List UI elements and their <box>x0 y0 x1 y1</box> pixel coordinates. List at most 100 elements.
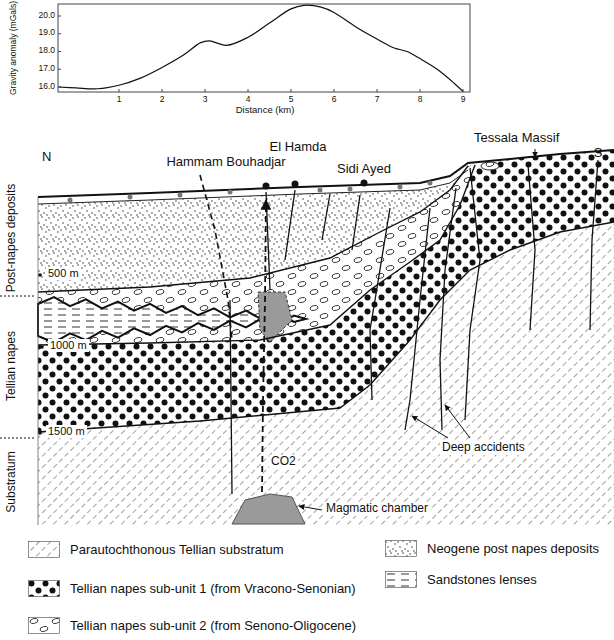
legend-swatch <box>28 617 60 634</box>
legend-item: Tellian napes sub-unit 2 (from Senono-Ol… <box>28 617 356 634</box>
legend-text: Tellian napes sub-unit 1 (from Vracono-S… <box>70 581 356 596</box>
swatch-fill <box>29 618 60 634</box>
surface-dot <box>318 188 323 193</box>
napes-subunit1-layer <box>38 150 614 432</box>
compass-label: S <box>594 146 603 161</box>
legend-item: Neogene post napes deposits <box>385 540 599 557</box>
legend-text: Tellian napes sub-unit 2 (from Senono-Ol… <box>70 618 356 633</box>
unit-label: Substratum <box>5 451 19 512</box>
layer-boundary <box>38 165 475 345</box>
x-tick <box>420 89 421 92</box>
fault-line <box>465 168 480 420</box>
depth-dot <box>40 345 44 349</box>
chart-frame <box>58 4 470 92</box>
callout-label: Magmatic chamber <box>324 502 430 516</box>
axis-tick-label: 7 <box>375 95 380 105</box>
axis-tick-label: 5 <box>289 95 294 105</box>
layer-boundary <box>38 166 468 292</box>
place-name: Sidi Ayed <box>337 162 391 177</box>
fault-line <box>322 194 330 240</box>
axis-tick-label: 17.0 <box>38 64 55 74</box>
tessala-patch <box>481 162 499 170</box>
surface-dot <box>68 198 73 203</box>
legend-swatch <box>385 571 417 588</box>
surface-dot <box>128 195 133 200</box>
swatch-fill <box>386 541 417 557</box>
axis-tick-label: 18.0 <box>38 46 55 56</box>
layer-boundary <box>38 222 614 432</box>
place-name: El Hamda <box>269 140 326 155</box>
x-tick <box>119 89 120 92</box>
unit-label: Post-napes deposits <box>5 184 19 293</box>
ground-surface <box>38 150 614 197</box>
axis-tick-label: 6 <box>332 95 337 105</box>
x-tick <box>162 89 163 92</box>
fault-line <box>590 160 598 330</box>
fault-line <box>352 195 360 250</box>
magmatic-chamber <box>232 494 305 524</box>
y-tick <box>58 16 61 17</box>
gravity-curve <box>59 5 463 91</box>
axis-tick-label: 2 <box>160 95 165 105</box>
fault-line <box>440 188 456 430</box>
legend-swatch <box>28 541 60 558</box>
axis-tick-label: 9 <box>461 95 466 105</box>
surface-dot <box>428 181 433 186</box>
legend-item: Tellian napes sub-unit 1 (from Vracono-S… <box>28 580 356 597</box>
legend-item: Parautochthonous Tellian substratum <box>28 541 284 558</box>
unit-separator <box>0 296 36 297</box>
axis-tick-label: 1 <box>117 95 122 105</box>
leader-arrow <box>299 506 322 510</box>
axis-tick-label: 8 <box>418 95 423 105</box>
x-tick <box>205 89 206 92</box>
fault-line <box>528 165 535 330</box>
place-name: Hammam Bouhadjar <box>166 155 285 170</box>
leader-arrow <box>445 405 470 438</box>
swatch-fill <box>386 572 417 588</box>
swatch-fill <box>29 542 60 558</box>
fault-line <box>285 190 295 260</box>
depth-label: 500 m <box>46 267 81 280</box>
unit-label: Tellian napes <box>5 331 19 401</box>
x-tick <box>291 89 292 92</box>
y-tick <box>58 69 61 70</box>
axis-tick-label: 16.0 <box>38 82 55 92</box>
fault-line <box>405 208 430 430</box>
legend-swatch <box>28 580 60 597</box>
axis-tick-label: 4 <box>246 95 251 105</box>
town-dot <box>292 181 299 188</box>
section-border <box>38 197 39 525</box>
axis-tick-label: 20.0 <box>38 11 55 21</box>
legend-swatch <box>385 540 417 557</box>
place-name: Tessala Massif <box>474 131 559 146</box>
depth-label: 1500 m <box>46 425 87 438</box>
co2-path <box>262 200 266 492</box>
x-tick <box>334 89 335 92</box>
swatch-fill <box>29 581 60 597</box>
surface-dot <box>398 185 403 190</box>
surface-dot <box>348 187 353 192</box>
depth-dot <box>38 431 42 435</box>
post-napes-layer <box>38 163 468 292</box>
axis-tick-label: 3 <box>203 95 208 105</box>
legend-text: Sandstones lenses <box>427 572 537 587</box>
surface-lower-line <box>38 170 468 204</box>
callout-label: Deep accidents <box>440 441 527 455</box>
unit-separator <box>0 438 36 439</box>
leader-arrow <box>535 149 536 157</box>
axis-title: Gravity anomaly (mGals) <box>9 1 19 95</box>
leader-arrow <box>412 416 448 438</box>
callout-label: CO2 <box>269 455 298 469</box>
x-tick <box>248 89 249 92</box>
y-tick <box>58 51 61 52</box>
fault-line <box>230 300 232 494</box>
depth-label: 1000 m <box>48 339 89 352</box>
fault-line <box>370 208 390 400</box>
surface-dot <box>228 190 233 195</box>
axis-tick-label: 19.0 <box>38 28 55 38</box>
town-dot <box>263 183 270 190</box>
dashed-fault <box>200 175 232 340</box>
town-dot <box>361 180 368 187</box>
